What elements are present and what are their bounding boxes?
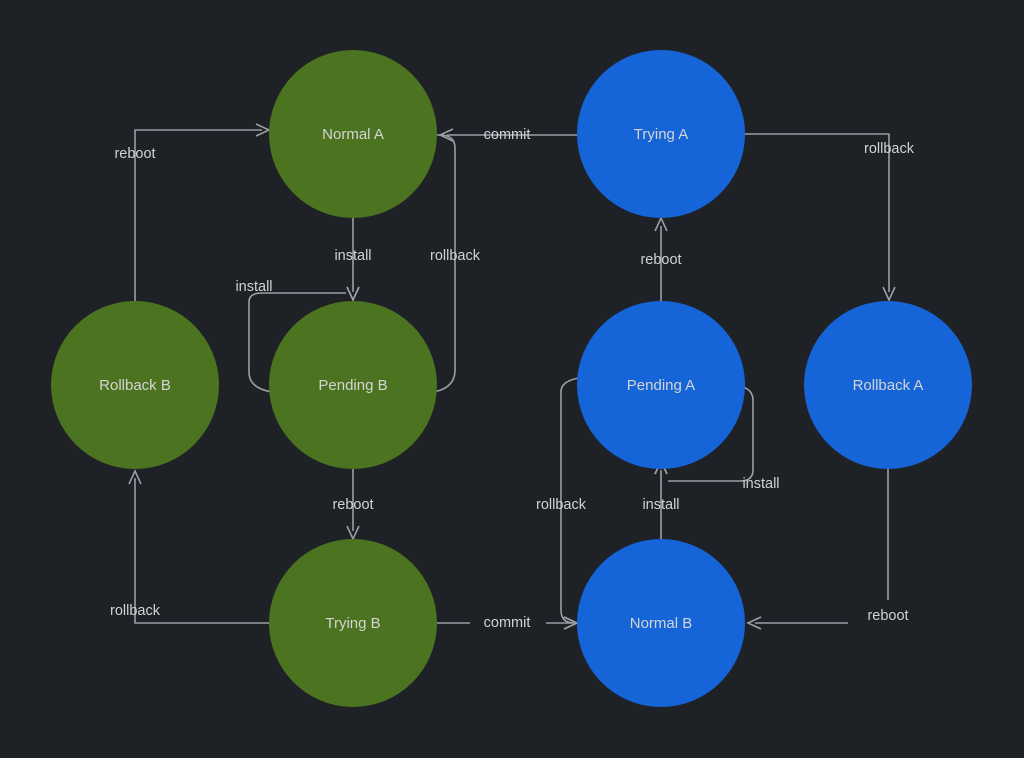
node-circle[interactable]	[51, 301, 219, 469]
node-circle[interactable]	[269, 50, 437, 218]
edge-reboot-pendinga-tryinga[interactable]	[654, 216, 668, 301]
edge-install-normalb-pendinga[interactable]	[654, 459, 668, 539]
edge-reboot-pendingb-tryingb[interactable]	[346, 469, 360, 541]
edge-reboot-rollbackb-normala[interactable]	[134, 123, 271, 301]
arrowhead-icon	[346, 286, 360, 302]
edge-path	[419, 134, 456, 394]
node-circle[interactable]	[577, 50, 745, 218]
edge-rollback-tryingb-rollbackb[interactable]	[128, 469, 270, 624]
node-trying-a[interactable]: Trying A	[577, 50, 745, 218]
edges-layer	[128, 123, 896, 630]
edge-label-commit-tryingb-normalb: commit	[484, 615, 531, 631]
edge-path	[745, 133, 890, 292]
edge-path	[248, 292, 346, 394]
edge-reboot-rollbacka-normalb[interactable]	[746, 469, 889, 630]
node-circle[interactable]	[577, 301, 745, 469]
edge-label-reboot-rollbacka-normalb: reboot	[867, 608, 908, 624]
edge-rollback-tryinga-rollbacka[interactable]	[745, 133, 896, 302]
edge-install-pendingb-self[interactable]	[248, 286, 360, 394]
edge-path	[134, 129, 262, 301]
arrowhead-icon	[255, 123, 271, 137]
node-circle[interactable]	[269, 539, 437, 707]
node-circle[interactable]	[804, 301, 972, 469]
node-rollback-b[interactable]: Rollback B	[51, 301, 219, 469]
node-pending-b[interactable]: Pending B	[269, 301, 437, 469]
edge-commit-tryingb-normalb[interactable]	[437, 616, 579, 630]
edge-labels-layer: reboot commit install rollback install r…	[110, 127, 915, 631]
node-circle[interactable]	[577, 539, 745, 707]
node-rollback-a[interactable]: Rollback A	[804, 301, 972, 469]
arrowhead-icon	[746, 616, 762, 630]
arrowhead-icon	[128, 469, 142, 485]
edge-install-normala-pendingb[interactable]	[346, 218, 360, 302]
node-normal-a[interactable]: Normal A	[269, 50, 437, 218]
edge-commit-tryinga-normala[interactable]	[438, 128, 577, 142]
node-circle[interactable]	[269, 301, 437, 469]
node-pending-a[interactable]: Pending A	[577, 301, 745, 469]
edge-path	[560, 376, 595, 624]
edge-label-install-pendinga-self: install	[742, 476, 779, 492]
nodes-layer: Normal A Trying A Rollback B Pending B P…	[51, 50, 972, 707]
edge-path	[134, 478, 270, 624]
node-trying-b[interactable]: Trying B	[269, 539, 437, 707]
node-normal-b[interactable]: Normal B	[577, 539, 745, 707]
arrowhead-icon	[882, 286, 896, 302]
